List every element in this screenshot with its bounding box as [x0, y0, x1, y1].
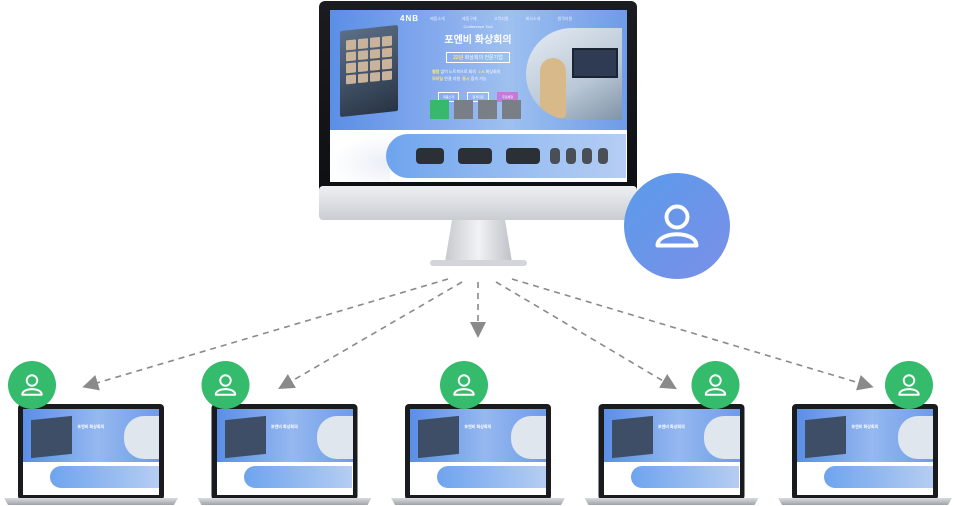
product-strip	[386, 134, 626, 178]
participant-user-badge	[691, 361, 740, 409]
arrow-to-laptop-2	[278, 281, 463, 390]
laptop-video-call-photo	[340, 24, 398, 118]
hero-feature-rows: 웹캠 없이 노트북으로 회의 1:N 화상회의 모바일 연결 지원 동시 접속 …	[426, 68, 530, 82]
laptop-base	[778, 498, 952, 505]
hero-button[interactable]: 원격지원	[467, 92, 489, 102]
laptop-screen: 포엔비 화상회의	[603, 409, 740, 495]
nav-item[interactable]: 제품소개	[430, 16, 445, 21]
bottom-fade	[330, 134, 390, 182]
laptop-screen: 포엔비 화상회의	[797, 409, 933, 495]
participant-user-badge	[8, 361, 56, 409]
participant-user-badge	[201, 361, 250, 409]
hero-tagline: 22년 화상회의 전문기업	[446, 52, 510, 63]
meeting-room-photo	[526, 28, 622, 120]
mini-photo-right	[897, 415, 933, 459]
mini-product-strip	[50, 465, 159, 489]
service-tile[interactable]	[430, 100, 449, 119]
mic-product	[566, 148, 576, 164]
feature-row: 웹캠 없이 노트북으로 회의 1:N 화상회의	[432, 69, 501, 74]
mini-product-strip	[630, 465, 740, 489]
mic-product	[582, 148, 592, 164]
hero-subtitle: Conference Tool	[463, 24, 493, 29]
laptop-screen: 포엔비 화상회의	[23, 409, 159, 495]
mini-title: 포엔비 화상회의	[851, 424, 879, 430]
mini-photo-right	[123, 415, 159, 459]
laptop-screen: 포엔비 화상회의	[410, 409, 546, 495]
host-screen: 4NB 제품소개 제품구매 고객지원 회사소개 원격지원 Conference …	[330, 10, 627, 182]
mini-product-strip	[824, 465, 933, 489]
mini-product-strip	[243, 465, 353, 489]
nav-menu: 제품소개 제품구매 고객지원 회사소개 원격지원	[430, 16, 588, 22]
mini-photo	[418, 415, 459, 458]
mini-photo	[224, 415, 266, 458]
hero-title: 포엔비 화상회의	[444, 35, 512, 46]
laptop-base	[584, 498, 759, 505]
laptop-base	[197, 498, 372, 505]
arrow-to-laptop-4	[495, 281, 677, 390]
speaker-product	[506, 148, 540, 164]
connection-arrows	[82, 278, 874, 391]
mini-product-strip	[437, 465, 546, 489]
laptop-base	[4, 498, 178, 505]
site-nav: 4NB 제품소개 제품구매 고객지원 회사소개 원격지원	[330, 14, 627, 24]
arrow-to-laptop-5	[511, 278, 874, 391]
participant-user-badge	[440, 361, 488, 409]
nav-item[interactable]: 고객지원	[493, 16, 509, 21]
webcam-product	[458, 148, 492, 164]
mic-product	[550, 148, 560, 164]
mini-photo	[805, 415, 846, 458]
mini-title: 포엔비 화상회의	[270, 424, 298, 430]
hero-banner: 4NB 제품소개 제품구매 고객지원 회사소개 원격지원 Conference …	[330, 10, 627, 130]
laptop-base	[391, 498, 565, 505]
mini-photo	[611, 415, 653, 458]
service-tile[interactable]	[502, 100, 521, 119]
service-tile[interactable]	[478, 100, 497, 119]
mini-photo-right	[317, 415, 353, 459]
feature-row: 모바일 연결 지원 동시 접속 가능	[432, 76, 487, 81]
mini-photo-right	[704, 415, 740, 459]
service-tiles	[430, 100, 526, 124]
mini-title: 포엔비 화상회의	[77, 424, 105, 430]
laptop-screen: 포엔비 화상회의	[216, 409, 353, 495]
nav-item[interactable]: 원격지원	[557, 16, 573, 21]
mic-product	[598, 148, 608, 164]
mini-title: 포엔비 화상회의	[657, 424, 685, 430]
mini-title: 포엔비 화상회의	[464, 424, 492, 430]
participant-user-badge	[885, 361, 933, 409]
arrow-to-laptop-1	[82, 278, 449, 391]
service-tile[interactable]	[454, 100, 473, 119]
tagline-highlight: 22년	[453, 55, 464, 61]
site-logo: 4NB	[400, 14, 420, 23]
host-user-badge	[624, 173, 730, 279]
mini-photo	[31, 415, 72, 458]
nav-item[interactable]: 제품구매	[461, 16, 477, 21]
nav-item[interactable]: 회사소개	[525, 16, 541, 21]
tagline-text: 화상회의 전문기업	[464, 55, 503, 61]
hero-text: Conference Tool 포엔비 화상회의 22년 화상회의 전문기업 웹…	[426, 24, 530, 103]
mini-photo-right	[510, 415, 546, 459]
headset-product	[416, 148, 444, 164]
